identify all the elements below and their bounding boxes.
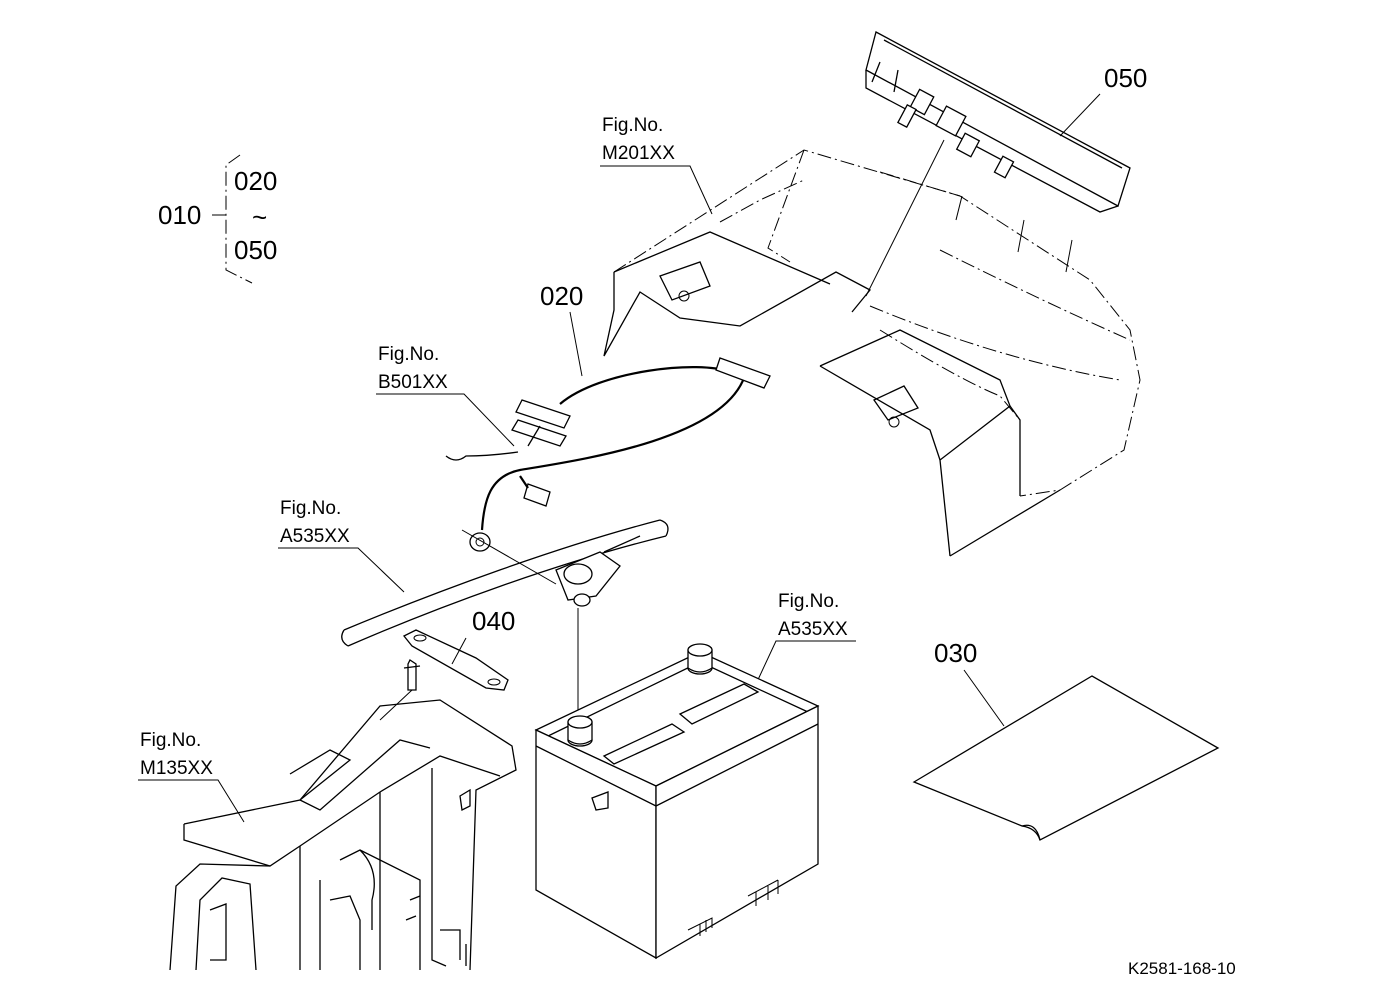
part-number-020: 020 [540,281,583,311]
fig-ref-a535-battery-line1: Fig.No. [778,591,839,612]
document-code: K2581-168-10 [1128,959,1236,978]
fig-ref-a535-battery-line2: A535XX [778,619,848,640]
fig-ref-b501-line2: B501XX [378,372,448,393]
group-bracket [225,154,253,284]
fig-ref-a535-cable-line1: Fig.No. [280,498,341,519]
battery-cable-a535xx: Fig.No. A535XX [278,498,669,722]
part-020-wire-harness: 020 [461,281,771,585]
battery: Fig.No. A535XX [534,591,856,960]
fig-ref-m201-line2: M201XX [602,143,675,164]
part-050-instrument-panel: 050 [865,31,1147,297]
fig-ref-m201-line1: Fig.No. [602,115,663,136]
part-number-030: 030 [934,638,977,668]
part-number-050: 050 [1104,63,1147,93]
part-number-040: 040 [472,606,515,636]
fig-ref-b501-line1: Fig.No. [378,344,439,365]
fig-ref-a535-cable-line2: A535XX [280,526,350,547]
group-label-010: 010 020 ~ 050 [158,154,277,284]
cover-assembly-m201xx [603,149,1141,557]
part-030-label-sheet: 030 [912,638,1220,841]
fig-ref-m201xx: Fig.No. M201XX [600,115,713,215]
part-040-battery-holder: 040 [402,606,515,691]
part-number-010: 010 [158,200,201,230]
part-number-range-end: 050 [234,235,277,265]
part-number-range-start: 020 [234,166,277,196]
frame-m135xx: Fig.No. M135XX [138,689,517,971]
range-separator: ~ [252,202,267,232]
fig-ref-m135-line2: M135XX [140,758,213,779]
fig-ref-m135-line1: Fig.No. [140,730,201,751]
fig-ref-b501xx: Fig.No. B501XX [376,344,519,461]
